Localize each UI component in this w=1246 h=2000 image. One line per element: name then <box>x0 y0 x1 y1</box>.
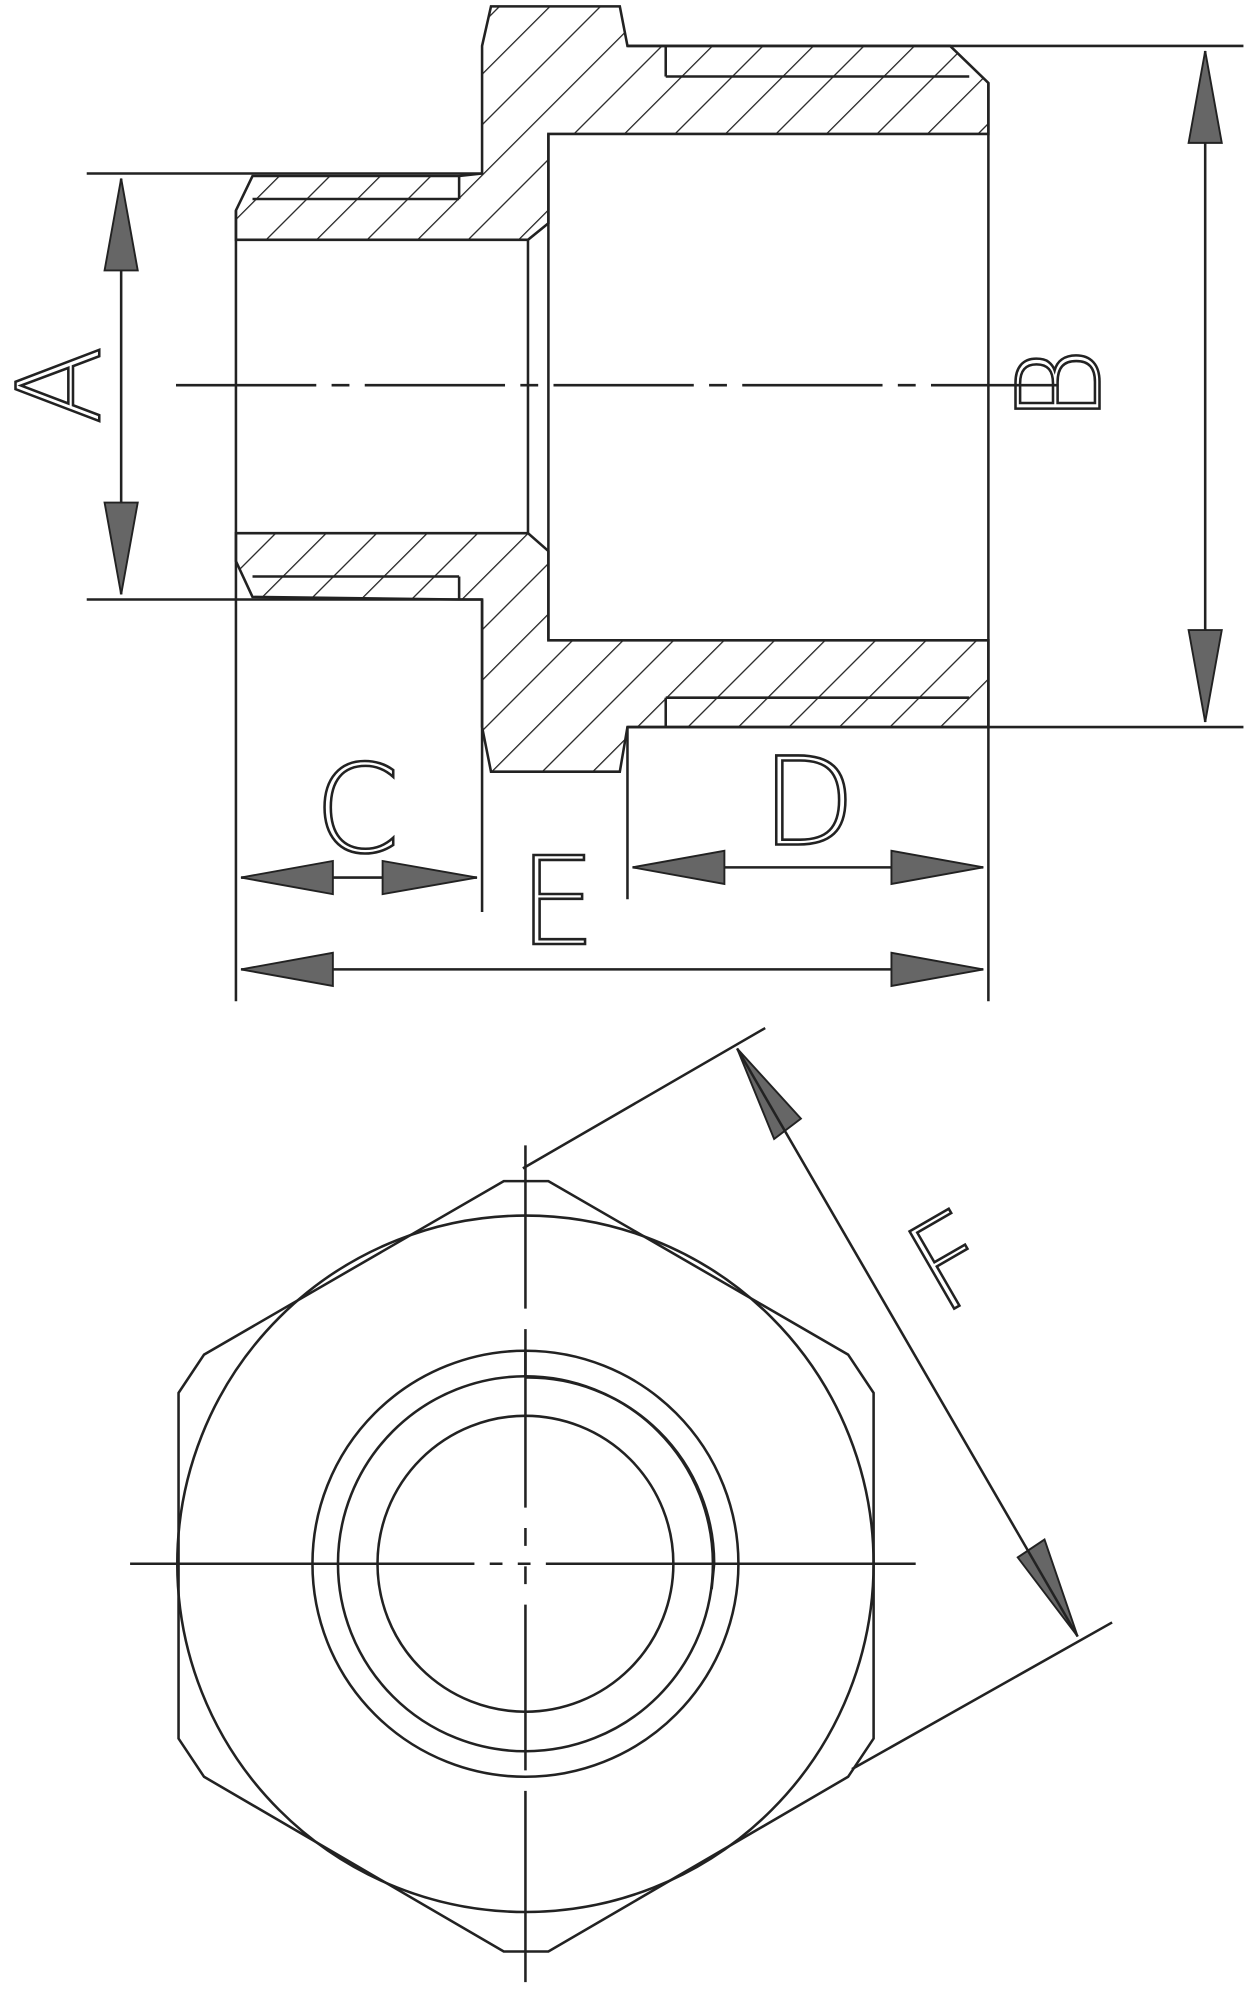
arrow-c-left <box>240 859 334 896</box>
arrow-c-right <box>381 859 478 896</box>
dimension-line-f <box>736 1047 1079 1638</box>
label-f: F <box>884 1182 1016 1341</box>
section-view <box>86 5 1244 1002</box>
dimension-labels: A B C D E F <box>0 345 1129 1343</box>
label-c: C <box>314 738 399 881</box>
end-view <box>130 1026 1113 1998</box>
extension-line-f-bottom <box>851 1621 1113 1771</box>
upper-hatched-wall <box>234 5 990 242</box>
arrow-e-right <box>890 951 984 988</box>
arrow-a-top <box>103 178 139 272</box>
label-a: A <box>0 346 127 425</box>
hex-outline <box>177 1179 875 1953</box>
arrow-b-bottom <box>1187 629 1223 723</box>
arrow-b-top <box>1187 50 1223 144</box>
arrow-e-left <box>240 951 334 988</box>
arrow-d-right <box>890 849 984 886</box>
label-d: D <box>761 730 855 873</box>
lower-hatched-wall <box>234 531 990 773</box>
label-b: B <box>993 348 1127 423</box>
arrow-f-top <box>736 1047 803 1141</box>
dimension-arrows <box>103 50 1223 1638</box>
arrow-a-bottom <box>103 501 139 595</box>
thread-break-arc <box>525 1376 716 1590</box>
label-e: E <box>519 830 596 973</box>
arrow-d-left <box>632 849 726 886</box>
extension-line-f-top <box>522 1026 766 1170</box>
